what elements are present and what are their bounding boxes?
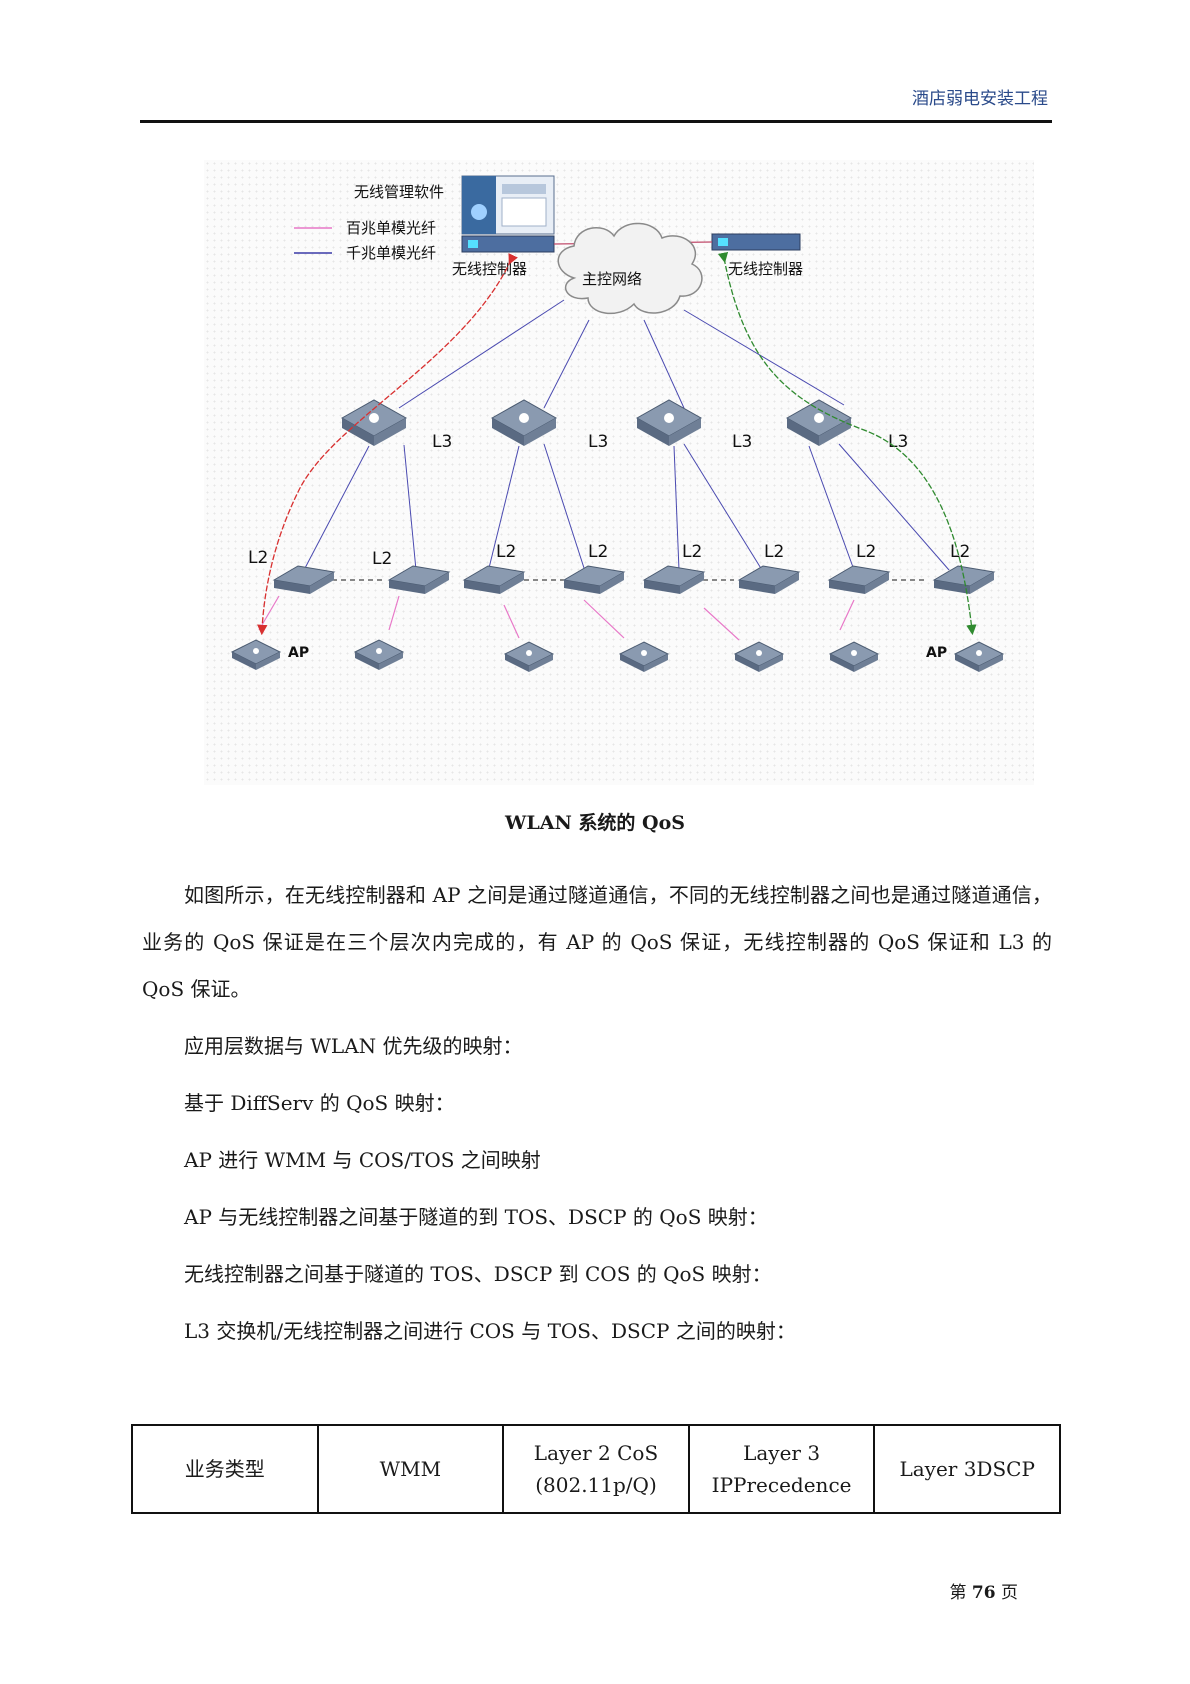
header-cell-l3dscp: Layer 3DSCP [873, 1424, 1061, 1514]
page-footer: 第 76 页 [950, 1578, 1018, 1603]
footer-suffix: 页 [1001, 1583, 1018, 1603]
text-line-3: AP 进行 WMM 与 COS/TOS 之间映射 [184, 1148, 541, 1172]
footer-prefix: 第 [949, 1583, 967, 1603]
header-cell-l2cos: Layer 2 CoS(802.11p/Q) [502, 1424, 690, 1514]
mgmt-software-icon [461, 175, 555, 235]
header-cell-wmm: WMM [316, 1424, 505, 1514]
text-line-6: L3 交换机/无线控制器之间进行 COS 与 TOS、DSCP 之间的映射： [184, 1319, 796, 1343]
l2-label-7: L2 [856, 542, 876, 562]
body-paragraph: 如图所示，在无线控制器和 AP 之间是通过隧道通信，不同的无线控制器之间也是通过… [142, 883, 1052, 1001]
text-line-5: 无线控制器之间基于隧道的 TOS、DSCP 到 COS 的 QoS 映射： [184, 1262, 772, 1286]
l3-label-3: L3 [732, 432, 752, 452]
header-rule [140, 120, 1052, 123]
access-links [258, 595, 855, 641]
l3-label-2: L3 [588, 432, 608, 452]
controller-right-device [711, 233, 801, 251]
figure-caption: WLAN 系统的 QoS [505, 812, 685, 834]
text-line-2: 基于 DiffServ 的 QoS 映射： [184, 1091, 455, 1115]
cloud-label: 主控网络 [582, 270, 642, 288]
access-points [230, 639, 1005, 672]
tunnel-right-path [717, 251, 977, 636]
header-cell-service: 业务类型 [131, 1424, 319, 1514]
controller-left-label: 无线控制器 [452, 260, 527, 278]
header-title: 酒店弱电安装工程 [912, 89, 1048, 109]
text-line-1: 应用层数据与 WLAN 优先级的映射： [184, 1034, 523, 1058]
legend-1000m-label: 千兆单模光纤 [346, 244, 436, 262]
l2-label-6: L2 [764, 542, 784, 562]
controller-right-label: 无线控制器 [728, 260, 803, 278]
core-links [398, 299, 845, 409]
l2-label-1: L2 [248, 548, 268, 568]
l2-label-3: L2 [496, 542, 516, 562]
ap-label-left: AP [288, 645, 309, 661]
text-line-4: AP 与无线控制器之间基于隧道的到 TOS、DSCP 的 QoS 映射： [184, 1205, 768, 1229]
mgmt-software-label: 无线管理软件 [354, 183, 444, 201]
ap-label-right: AP [926, 645, 947, 661]
l2-label-2: L2 [372, 549, 392, 569]
page-number: 76 [971, 1583, 996, 1603]
tunnel-left-path [257, 253, 518, 636]
controller-left-device [461, 235, 555, 253]
wlan-qos-diagram: 无线管理软件 百兆单模光纤 千兆单模光纤 无线控制器 无线控制器 [204, 160, 1034, 785]
distribution-links [303, 443, 950, 571]
network-diagram-svg: 无线管理软件 百兆单模光纤 千兆单模光纤 无线控制器 无线控制器 [230, 175, 1005, 672]
l3-label-1: L3 [432, 432, 452, 452]
l2-label-5: L2 [682, 542, 702, 562]
core-network-cloud [557, 222, 703, 315]
l2-label-4: L2 [588, 542, 608, 562]
legend-100m-label: 百兆单模光纤 [346, 219, 436, 237]
